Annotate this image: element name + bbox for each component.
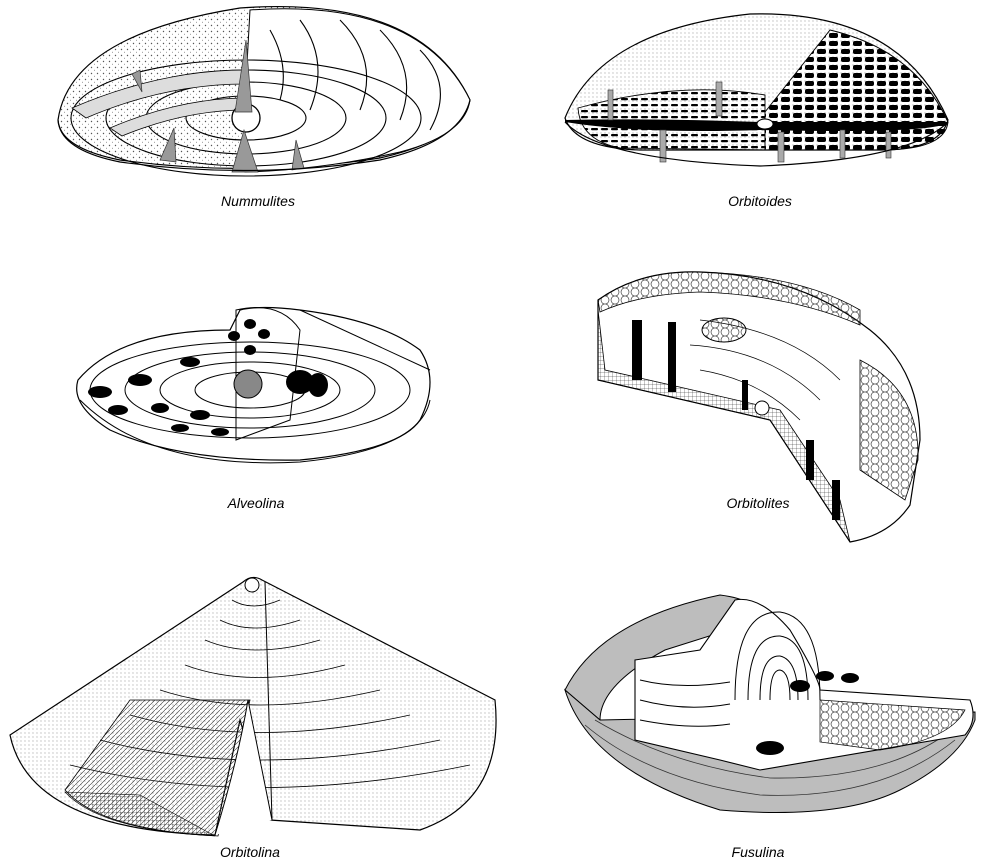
caption-alveolina: Alveolina bbox=[227, 495, 285, 511]
caption-orbitolina: Orbitolina bbox=[220, 844, 280, 860]
nummulites-shell bbox=[57, 5, 471, 177]
orbitolites-shell bbox=[597, 271, 921, 543]
alveolina-shell bbox=[76, 306, 431, 464]
caption-orbitolites: Orbitolites bbox=[726, 495, 789, 511]
caption-nummulites: Nummulites bbox=[221, 193, 295, 209]
caption-fusulina: Fusulina bbox=[732, 844, 785, 860]
caption-orbitoides: Orbitoides bbox=[728, 193, 792, 209]
fusulina-shell bbox=[564, 594, 976, 813]
orbitolina-shell bbox=[9, 576, 497, 837]
orbitoides-shell bbox=[564, 13, 949, 167]
